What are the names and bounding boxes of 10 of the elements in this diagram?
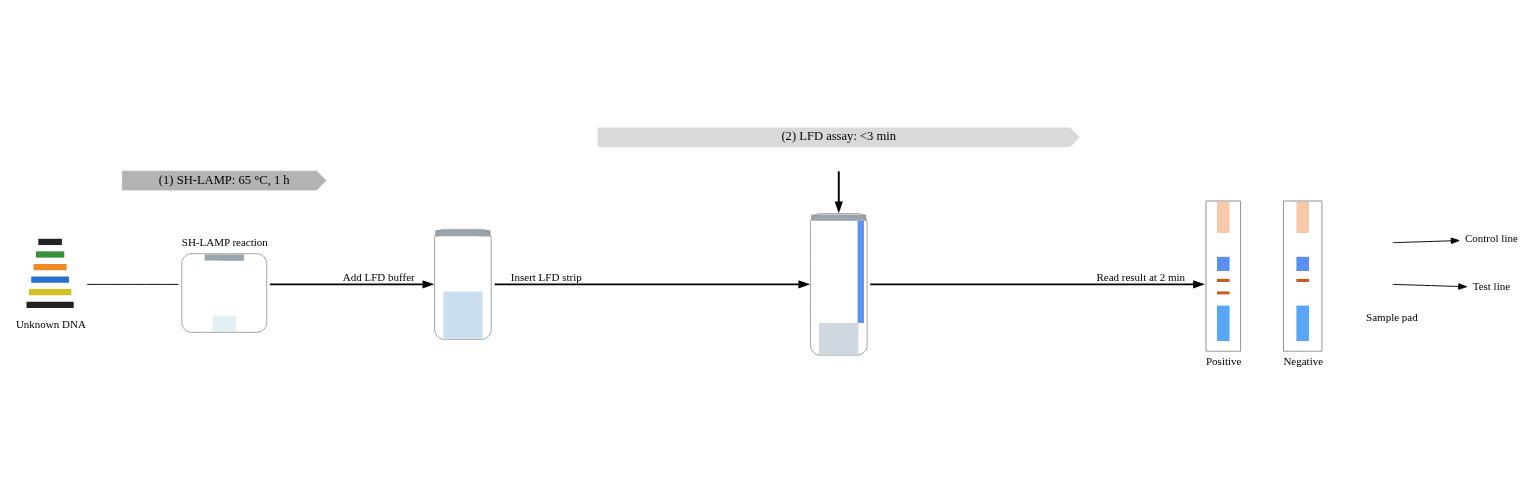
label: Sample pad (1366, 311, 1418, 324)
node-label: SH-LAMP reaction (181, 235, 268, 248)
edge-label: Insert LFD strip (510, 271, 582, 284)
edge-label: Add LFD buffer (342, 271, 415, 284)
node-label: Negative (1283, 354, 1324, 367)
edge-label: Read result at 2 min (1096, 271, 1186, 284)
node-text: Control line (1464, 232, 1518, 245)
node-label: Unknown DNA (15, 317, 86, 330)
node-label: Positive (1205, 354, 1242, 367)
node-text: Test line (1472, 280, 1511, 293)
